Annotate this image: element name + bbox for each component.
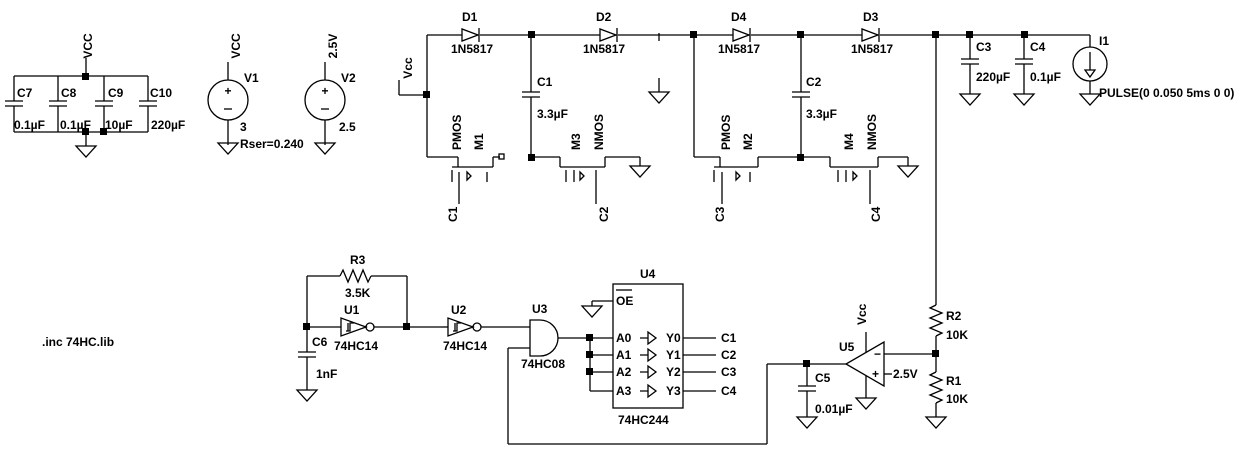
m1-type: PMOS — [450, 115, 464, 150]
v1-plus-sign: + — [224, 84, 231, 98]
c10-ref: C10 — [150, 86, 172, 100]
u1-ref: U1 — [344, 303, 360, 317]
m4-ref: M4 — [842, 133, 856, 150]
u4-y3: Y3 — [666, 384, 681, 398]
m1-ref: M1 — [472, 133, 486, 150]
decoupling-bank: VCC C7 0.1µF C8 0.1µF C9 10µF C10 220µF — [5, 33, 185, 158]
c2-value: 3.3µF — [806, 107, 837, 121]
c6-value: 1nF — [316, 367, 337, 381]
i1-ref: I1 — [1099, 34, 1109, 48]
voltage-source-v1: VCC + V1 3 Rser=0.240 — [207, 33, 304, 155]
c3-value: 220µF — [976, 70, 1010, 84]
u5-plus: + — [872, 367, 879, 381]
output-section: C3 220µF C4 0.1µF I1 PULSE(0 0.050 5ms 0… — [935, 34, 1234, 305]
u4-y2: Y2 — [666, 365, 681, 379]
v1-ref: V1 — [244, 71, 259, 85]
m3-gate: C2 — [597, 206, 611, 222]
r2-ref: R2 — [946, 309, 962, 323]
c7-ref: C7 — [17, 86, 33, 100]
d2-part: 1N5817 — [583, 42, 625, 56]
u5-minus: − — [874, 347, 881, 361]
c6-ref: C6 — [312, 335, 328, 349]
u4-oe: OE — [616, 294, 633, 308]
r3-ref: R3 — [350, 253, 366, 267]
pump-vcc-label: Vcc — [401, 57, 415, 79]
m1-gate: C1 — [446, 206, 460, 222]
r1-ref: R1 — [946, 374, 962, 388]
u2-part: 74HC14 — [443, 339, 487, 353]
v1-value: 3 — [240, 120, 247, 134]
c9-value: 10µF — [105, 118, 133, 132]
u4-a3: A3 — [616, 384, 632, 398]
net-label-vcc: VCC — [81, 33, 95, 59]
c1-ref: C1 — [537, 75, 553, 89]
m3-ref: M3 — [569, 133, 583, 150]
u3-part: 74HC08 — [521, 357, 565, 371]
u4-y0: Y0 — [666, 331, 681, 345]
v1-param: Rser=0.240 — [240, 137, 304, 151]
d4-part: 1N5817 — [718, 42, 760, 56]
u1-part: 74HC14 — [334, 339, 378, 353]
c8-value: 0.1µF — [60, 118, 91, 132]
net-c3-out: C3 — [721, 365, 737, 379]
r2-value: 10K — [946, 328, 968, 342]
m2-gate: C3 — [713, 206, 727, 222]
u2-ref: U2 — [451, 303, 467, 317]
m2-type: PMOS — [719, 115, 733, 150]
u4-a2: A2 — [616, 365, 632, 379]
r3-value: 3.5K — [345, 286, 371, 300]
d4-ref: D4 — [731, 10, 747, 24]
c4-ref: C4 — [1030, 40, 1046, 54]
net-c1-out: C1 — [721, 331, 737, 345]
c8-ref: C8 — [61, 86, 77, 100]
u4-a0: A0 — [616, 331, 632, 345]
d2-ref: D2 — [596, 10, 612, 24]
c1-value: 3.3µF — [537, 107, 568, 121]
u4-ref: U4 — [640, 267, 656, 281]
c3-ref: C3 — [976, 40, 992, 54]
m4-gate: C4 — [869, 206, 883, 222]
d1-ref: D1 — [462, 10, 478, 24]
v2-ref: V2 — [341, 71, 356, 85]
u5-ref: U5 — [839, 340, 855, 354]
c5-value: 0.01µF — [815, 402, 853, 416]
oscillator: R3 3.5K C6 1nF U1 74HC14 U2 74HC14 — [295, 253, 767, 445]
d3-ref: D3 — [863, 10, 879, 24]
c2-ref: C2 — [806, 75, 822, 89]
m4-type: NMOS — [865, 114, 879, 150]
r1-value: 10K — [946, 392, 968, 406]
u4-y1: Y1 — [666, 348, 681, 362]
net-c4-out: C4 — [721, 384, 737, 398]
m2-ref: M2 — [741, 133, 755, 150]
c4-value: 0.1µF — [1030, 70, 1061, 84]
u5-vcc: Vcc — [855, 303, 869, 325]
u5-ref-net: 2.5V — [893, 367, 918, 381]
u4-part: 74HC244 — [618, 413, 669, 427]
c7-value: 0.1µF — [14, 118, 45, 132]
m3-type: NMOS — [592, 114, 606, 150]
v2-plus-sign: + — [321, 84, 328, 98]
c10-value: 220µF — [151, 118, 185, 132]
d1-part: 1N5817 — [451, 42, 493, 56]
v2-net-label: 2.5V — [326, 34, 340, 59]
i1-value: PULSE(0 0.050 5ms 0 0) — [1099, 86, 1234, 100]
spice-directive: .inc 74HC.lib — [42, 335, 114, 349]
comparator-section: R2 10K R1 10K − + 2.5V Vcc U5 C5 0.01µF — [766, 303, 968, 444]
charge-pump: Vcc D1 1N5817 D2 1N5817 D4 1N5817 D3 1N5… — [398, 10, 1090, 222]
u4-a1: A1 — [616, 348, 632, 362]
d3-part: 1N5817 — [851, 42, 893, 56]
voltage-source-v2: 2.5V + V2 2.5 — [304, 34, 356, 155]
c5-ref: C5 — [815, 371, 831, 385]
buffer-u4: U4 74HC244 OE A0 Y0 C1 A1 Y1 C2 A2 Y2 C — [580, 267, 737, 427]
v2-value: 2.5 — [339, 120, 356, 134]
v1-net-label: VCC — [229, 33, 243, 59]
c9-ref: C9 — [108, 86, 124, 100]
u3-ref: U3 — [532, 302, 548, 316]
net-c2-out: C2 — [721, 348, 737, 362]
